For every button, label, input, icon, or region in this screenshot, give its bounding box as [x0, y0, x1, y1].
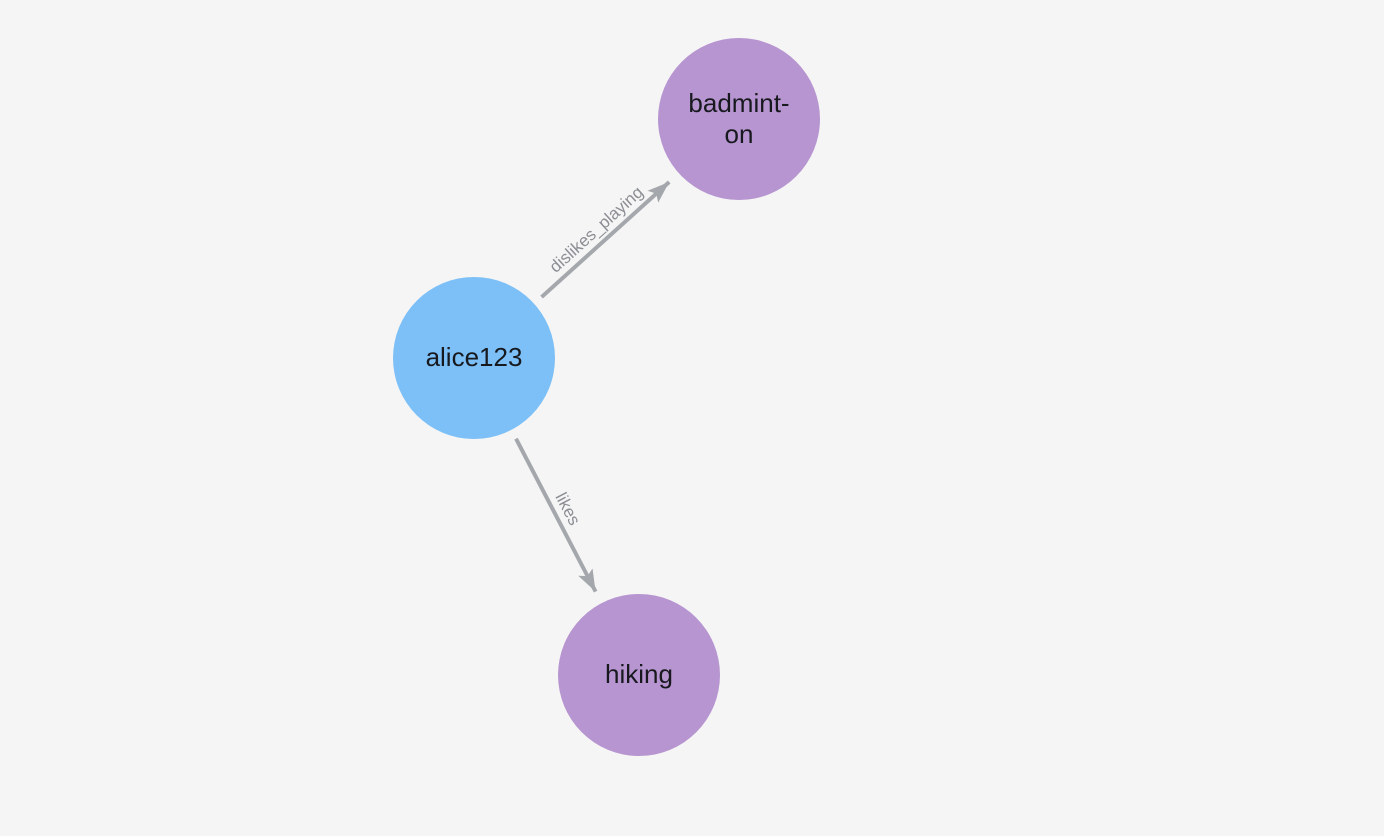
- edge-label-dislikes-playing: dislikes_playing: [546, 183, 647, 277]
- node-label-alice123: alice123: [425, 342, 523, 373]
- node-label-badminton: badmint- on: [688, 87, 790, 149]
- edge-line-dislikes-playing[interactable]: [540, 180, 671, 299]
- node-hiking[interactable]: hiking: [558, 594, 720, 756]
- node-alice123[interactable]: alice123: [393, 277, 555, 439]
- node-label-hiking: hiking: [605, 659, 673, 690]
- node-badminton[interactable]: badmint- on: [658, 38, 820, 200]
- edge-dislikes-playing: dislikes_playing: [540, 180, 671, 299]
- edge-label-likes: likes: [552, 489, 585, 528]
- edge-line-likes[interactable]: [514, 437, 598, 593]
- edge-likes: likes: [514, 437, 598, 593]
